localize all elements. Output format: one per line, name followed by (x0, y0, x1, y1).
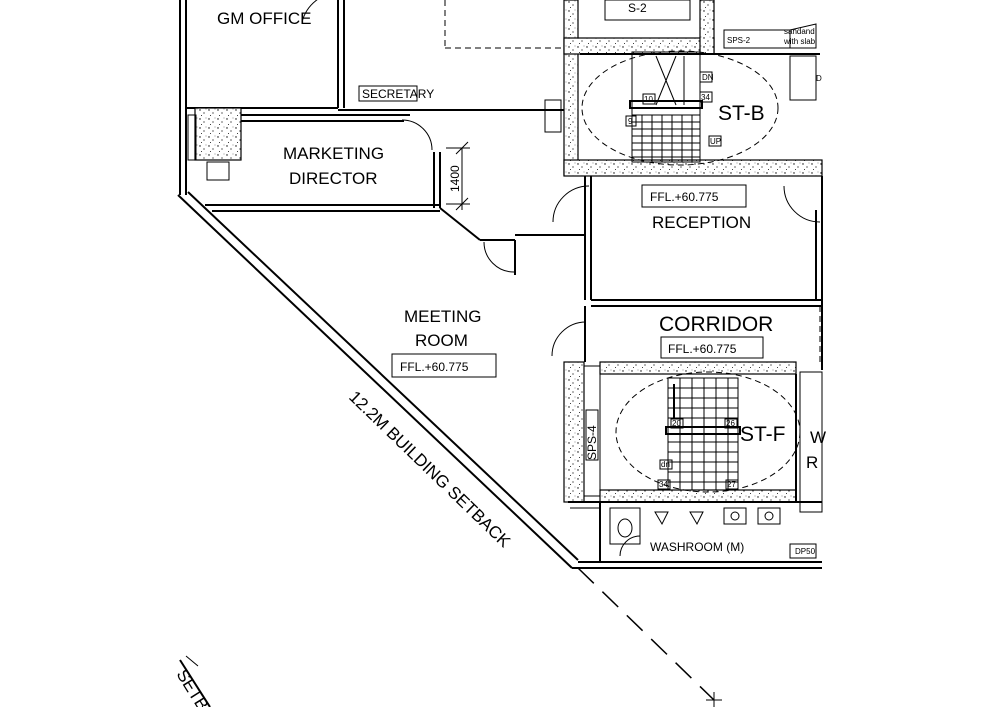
room-label-corridor: CORRIDOR (659, 313, 773, 336)
desk (206, 161, 230, 181)
room-label-meeting-1: MEETING (404, 307, 481, 326)
column (194, 107, 242, 161)
exterior-walls (177, 0, 822, 569)
stair-f-step-d: 27 (727, 480, 736, 489)
stair-core-b (563, 0, 823, 177)
height-dimension (446, 141, 470, 211)
stair-b-up: UP (710, 137, 721, 146)
setback-label: 12.2M BUILDING SETBACK (345, 387, 514, 551)
room-label-gm-office: GM OFFICE (217, 9, 311, 28)
corridor-level-label: FFL.+60.775 (668, 342, 737, 356)
room-label-washroom: WASHROOM (M) (650, 540, 744, 554)
room-label-marketing-1: MARKETING (283, 144, 384, 163)
tag-dp50: DP50 (795, 547, 816, 556)
meeting-level-label: FFL.+60.775 (400, 360, 469, 374)
stair-label-st-f: ST-F (740, 423, 786, 446)
room-label-meeting-2: ROOM (415, 331, 468, 350)
edge-tag-d: D (816, 74, 822, 83)
washroom-fixtures (568, 501, 822, 562)
room-label-reception: RECEPTION (652, 213, 751, 232)
room-label-marketing-2: DIRECTOR (289, 169, 377, 188)
meeting-level-box (391, 353, 497, 378)
shaft-label-sps4: SPS-4 (585, 425, 599, 460)
stair-label-st-b: ST-B (718, 102, 765, 125)
stair-f-dn: dn (661, 460, 670, 469)
reception-level-box (641, 184, 747, 208)
setback-line (577, 567, 715, 701)
corridor-level-box (660, 336, 764, 359)
window-jamb (187, 114, 197, 161)
secondary-setback (179, 655, 211, 707)
stair-b-dn: DN (702, 73, 714, 82)
stair-b-step-a: 10 (644, 95, 653, 104)
shaft-note-1: sandand (784, 27, 815, 36)
setback-label-partial: SETB (173, 666, 213, 707)
corridor-walls (551, 306, 821, 362)
edge-tag-r: R (806, 453, 818, 472)
cabinet (544, 99, 562, 133)
stair-f-step-a: 20 (672, 419, 681, 428)
room-label-secretary: SECRETARY (362, 87, 434, 101)
dimension-label-1400: 1400 (448, 165, 462, 192)
shaft-note-2: with slab (783, 37, 816, 46)
marketing-director-walls (187, 99, 585, 275)
shaft-label-sps2: SPS-2 (727, 36, 751, 45)
reception-level-label: FFL.+60.775 (650, 190, 719, 204)
stair-b-step-b: 34 (701, 93, 710, 102)
stair-treads-b (629, 55, 703, 162)
stair-treads-f (665, 378, 741, 490)
secretary-tag-box (358, 85, 418, 102)
reception-walls (552, 176, 823, 370)
stair-core-f (563, 361, 823, 513)
edge-tag-w: W (810, 428, 826, 447)
stair-f-step-b: 26 (726, 419, 735, 428)
stair-b-step-c: 9 (628, 117, 633, 126)
stair-f-step-c: 34 (659, 480, 668, 489)
shaft-label-s2: S-2 (628, 1, 647, 15)
